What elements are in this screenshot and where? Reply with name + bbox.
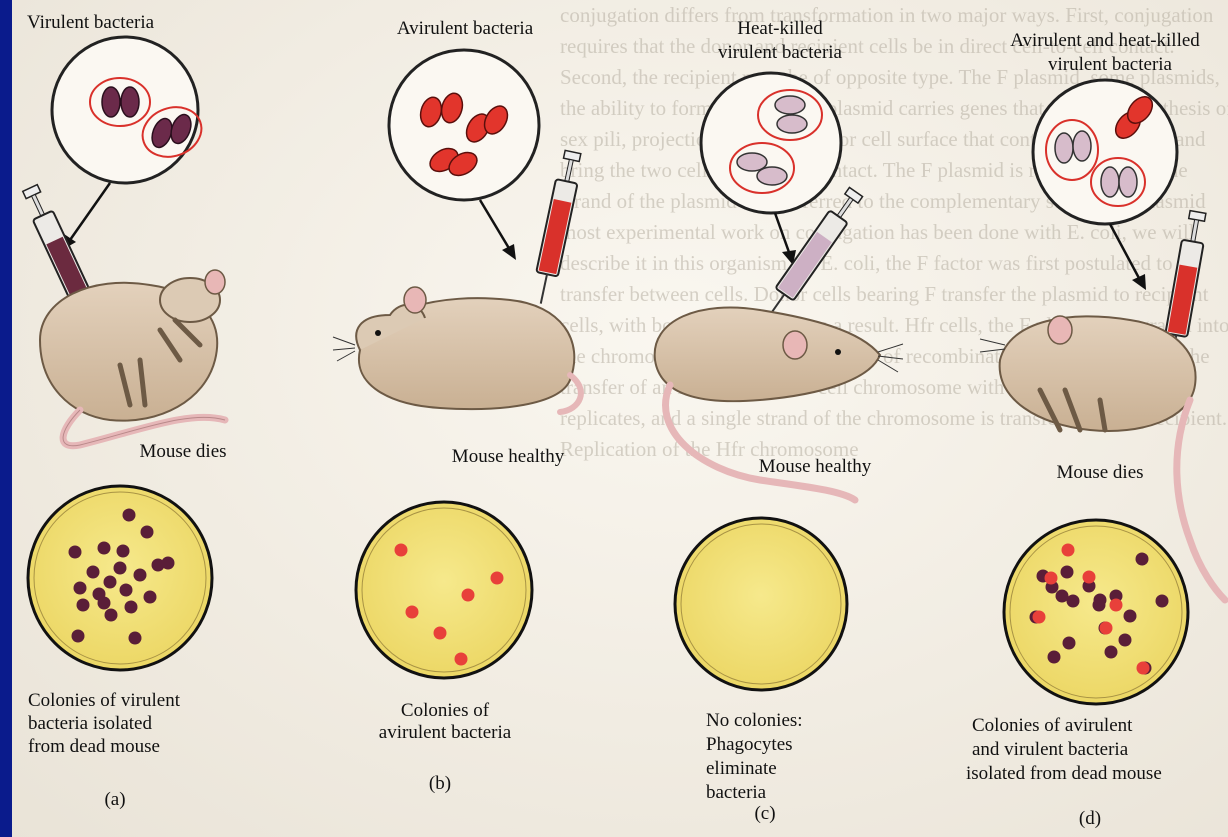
avirulent-colony: [491, 572, 504, 585]
virulent-colony: [129, 632, 142, 645]
avirulent-colony: [1110, 599, 1123, 612]
avirulent-colony: [1100, 622, 1113, 635]
panel-c-caption-4: bacteria: [706, 782, 766, 804]
syringe-b: [530, 150, 584, 306]
avirulent-colony: [434, 627, 447, 640]
avirulent-colony: [1033, 611, 1046, 624]
virulent-colony: [1124, 610, 1137, 623]
petri-dish-b: [356, 502, 532, 678]
virulent-colony: [1063, 637, 1076, 650]
virulent-colony: [1136, 553, 1149, 566]
mouse-a: [40, 270, 225, 446]
arrow-a: [70, 183, 110, 240]
panel-d: [980, 80, 1225, 704]
panel-c: [655, 73, 903, 690]
panel-b-caption-2: avirulent bacteria: [355, 722, 535, 744]
magnifier-b: [389, 50, 539, 200]
panel-c-title-1: Heat-killed: [700, 18, 860, 40]
panel-a-caption-2: bacteria isolated: [28, 713, 152, 735]
petri-dish-c: [675, 518, 847, 690]
panel-a-letter: (a): [95, 789, 135, 811]
virulent-colony: [1061, 566, 1074, 579]
panel-b-title: Avirulent bacteria: [370, 18, 560, 40]
panel-c-caption-2: Phagocytes: [706, 734, 793, 756]
petri-dish-a: [28, 486, 212, 670]
panel-c-caption-1: No colonies:: [706, 710, 803, 732]
panel-d-title-2: virulent bacteria: [990, 54, 1228, 76]
virulent-colony: [105, 609, 118, 622]
avirulent-colony: [1137, 662, 1150, 675]
virulent-colony: [117, 545, 130, 558]
virulent-colony: [1156, 595, 1169, 608]
panel-b-outcome: Mouse healthy: [428, 446, 588, 468]
virulent-colony: [87, 566, 100, 579]
mouse-b: [333, 287, 581, 412]
virulent-colony: [72, 630, 85, 643]
panel-c-caption-3: eliminate: [706, 758, 777, 780]
panel-c-title-2: virulent bacteria: [700, 42, 860, 64]
virulent-colony: [123, 509, 136, 522]
panel-a-caption-1: Colonies of virulent: [28, 690, 180, 712]
panel-a-caption-3: from dead mouse: [28, 736, 160, 758]
panel-a-outcome: Mouse dies: [108, 441, 258, 463]
avirulent-colony: [406, 606, 419, 619]
virulent-colony: [69, 546, 82, 559]
virulent-colony: [125, 601, 138, 614]
virulent-colony: [1048, 651, 1061, 664]
virulent-colony: [104, 576, 117, 589]
panel-d-caption-2: and virulent bacteria: [972, 739, 1128, 761]
panel-d-outcome: Mouse dies: [1030, 462, 1170, 484]
virulent-colony: [1056, 590, 1069, 603]
virulent-colony: [77, 599, 90, 612]
virulent-colony: [120, 584, 133, 597]
avirulent-colony: [462, 589, 475, 602]
panel-a-title: Virulent bacteria: [27, 12, 154, 34]
virulent-colony: [144, 591, 157, 604]
avirulent-colony: [395, 544, 408, 557]
panel-b-letter: (b): [420, 773, 460, 795]
panel-d-title-1: Avirulent and heat-killed: [985, 30, 1225, 52]
virulent-colony: [93, 588, 106, 601]
avirulent-colony: [1083, 571, 1096, 584]
panel-a: [20, 37, 225, 670]
avirulent-colony: [1045, 572, 1058, 585]
petri-dish-d: [1004, 520, 1188, 704]
panel-d-letter: (d): [1070, 808, 1110, 830]
virulent-colony: [1119, 634, 1132, 647]
avirulent-colony: [1062, 544, 1075, 557]
virulent-colony: [162, 557, 175, 570]
panel-d-caption-1: Colonies of avirulent: [972, 715, 1132, 737]
virulent-colony: [74, 582, 87, 595]
virulent-colony: [134, 569, 147, 582]
avirulent-colony: [455, 653, 468, 666]
panel-d-caption-3: isolated from dead mouse: [966, 763, 1162, 785]
virulent-colony: [98, 542, 111, 555]
panel-b-caption-1: Colonies of: [355, 700, 535, 722]
virulent-colony: [114, 562, 127, 575]
panel-c-outcome: Mouse healthy: [735, 456, 895, 478]
virulent-colony: [1094, 594, 1107, 607]
virulent-colony: [141, 526, 154, 539]
panel-b: [333, 50, 584, 678]
virulent-colony: [1105, 646, 1118, 659]
panel-c-letter: (c): [745, 803, 785, 825]
